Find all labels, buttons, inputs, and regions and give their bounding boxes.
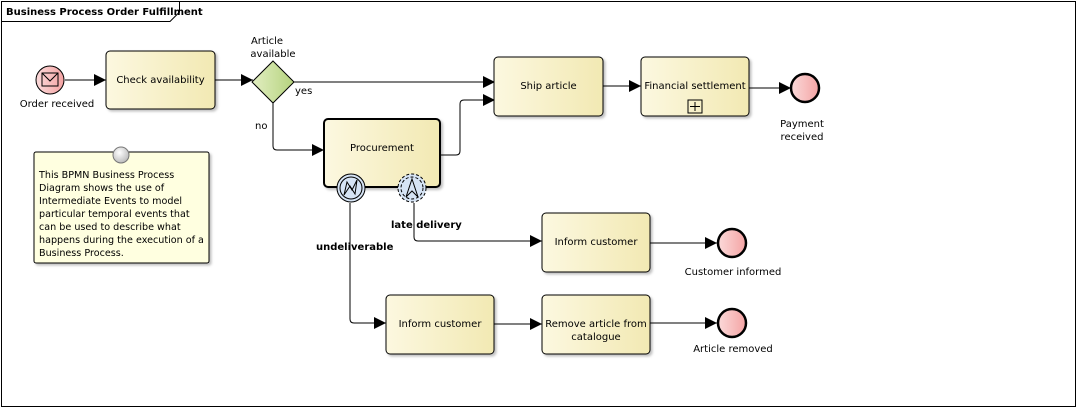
boundary-undeliverable-label: undeliverable <box>316 242 394 253</box>
subprocess-financial-settlement[interactable]: Financial settlement <box>640 56 750 117</box>
note-line-5: can be used to describe what <box>39 222 181 233</box>
note-line-2: Diagram shows the use of <box>39 183 165 194</box>
start-event-order-received[interactable] <box>35 65 65 95</box>
boundary-event-undeliverable[interactable] <box>336 173 366 203</box>
end-event-payment-label-line1: Payment <box>780 119 824 130</box>
gateway-no-label: no <box>255 121 267 132</box>
subprocess-financial-settlement-label: Financial settlement <box>644 81 745 92</box>
gateway-label-line1: Article <box>251 36 283 47</box>
task-check-availability-label: Check availability <box>116 75 204 86</box>
start-event-label: Order received <box>20 99 95 110</box>
annotation-note[interactable]: This BPMN Business Process Diagram shows… <box>33 146 210 264</box>
end-event-payment-label-line2: received <box>781 132 824 143</box>
boundary-late-delivery-label: late delivery <box>391 220 462 231</box>
diagram-title: Business Process Order Fulfillment <box>6 7 203 18</box>
error-lightning-icon <box>343 179 358 196</box>
envelope-icon <box>41 72 59 87</box>
gateway-yes-label: yes <box>295 86 312 97</box>
task-inform-customer-late-label: Inform customer <box>555 237 639 248</box>
note-line-3: Intermediate Events to model <box>39 196 182 207</box>
sequence-flows <box>65 74 791 330</box>
end-event-customer-informed[interactable] <box>716 227 748 259</box>
task-inform-customer-undeliverable-label: Inform customer <box>399 319 483 330</box>
frame-title-tab <box>1 1 180 22</box>
expand-plus-icon[interactable] <box>687 99 703 114</box>
task-remove-article-label-line1: Remove article from <box>545 319 647 330</box>
end-event-payment-received[interactable] <box>789 72 821 104</box>
note-line-1: This BPMN Business Process <box>38 170 174 181</box>
task-procurement[interactable]: Procurement <box>323 118 441 188</box>
note-line-4: particular temporal events that <box>39 209 190 220</box>
end-event-article-removed-label: Article removed <box>693 344 773 355</box>
task-remove-article[interactable]: Remove article from catalogue <box>541 294 651 355</box>
escalation-arrow-icon <box>405 177 419 198</box>
task-remove-article-label-line2: catalogue <box>571 332 620 343</box>
flow-late-delivery-to-inform[interactable] <box>413 203 542 247</box>
end-event-article-removed[interactable] <box>716 307 748 339</box>
gateway-label-line2: available <box>250 49 295 60</box>
note-line-7: Business Process. <box>39 248 124 259</box>
task-ship-article[interactable]: Ship article <box>493 56 604 117</box>
exclusive-gateway-article-available[interactable] <box>251 60 295 104</box>
end-event-customer-informed-label: Customer informed <box>685 267 782 278</box>
task-ship-article-label: Ship article <box>520 81 576 92</box>
flow-procurement-to-ship[interactable] <box>440 94 495 156</box>
task-inform-customer-undeliverable[interactable]: Inform customer <box>385 294 495 355</box>
note-pin-icon <box>112 146 130 164</box>
boundary-event-late-delivery[interactable] <box>397 173 427 203</box>
task-check-availability[interactable]: Check availability <box>105 50 216 110</box>
task-procurement-label: Procurement <box>350 143 414 154</box>
flow-gateway-no-to-procurement[interactable] <box>272 103 324 156</box>
flow-undeliverable-to-inform[interactable] <box>349 203 386 329</box>
task-inform-customer-late[interactable]: Inform customer <box>541 212 651 273</box>
note-line-6: happens during the execution of a <box>39 235 204 246</box>
